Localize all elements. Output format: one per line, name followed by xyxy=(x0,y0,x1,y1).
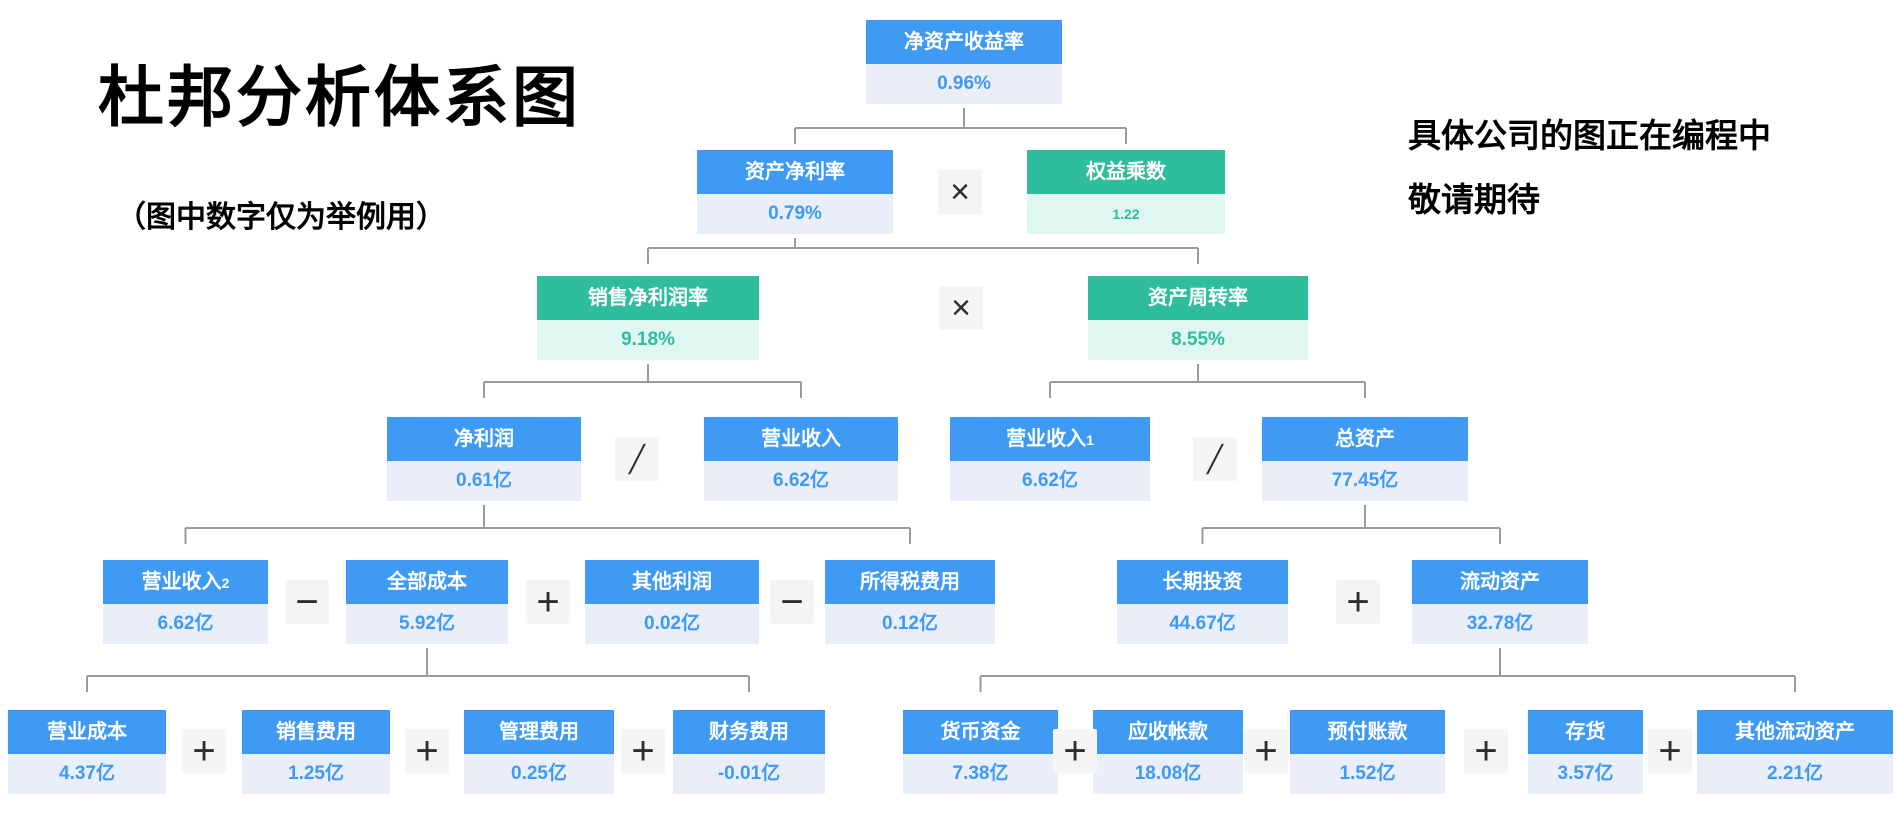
node-fin-exp: 财务费用-0.01亿 xyxy=(673,710,825,794)
node-value: 32.78亿 xyxy=(1412,604,1588,644)
node-label: 流动资产 xyxy=(1412,560,1588,604)
minus-operator-icon: − xyxy=(770,580,814,624)
node-label: 所得税费用 xyxy=(825,560,995,604)
node-label: 资产周转率 xyxy=(1088,276,1308,320)
divide-operator-icon: ╱ xyxy=(1193,437,1237,481)
node-label: 净资产收益率 xyxy=(866,20,1062,64)
node-label: 总资产 xyxy=(1262,417,1468,461)
node-value: 6.62亿 xyxy=(704,461,898,501)
node-label-suffix: 2 xyxy=(221,575,230,591)
node-label: 营业成本 xyxy=(8,710,166,754)
node-label: 货币资金 xyxy=(903,710,1058,754)
node-label: 销售费用 xyxy=(242,710,390,754)
plus-operator-icon: + xyxy=(1464,729,1508,773)
page-subtitle: （图中数字仅为举例用） xyxy=(116,201,446,234)
node-value: -0.01亿 xyxy=(673,754,825,794)
node-value: 0.25亿 xyxy=(464,754,614,794)
coming-soon-note: 具体公司的图正在编程中 敬请期待 xyxy=(1408,104,1771,232)
node-label: 资产净利率 xyxy=(697,150,893,194)
node-value: 9.18% xyxy=(537,320,759,360)
plus-operator-icon: + xyxy=(526,580,570,624)
node-value: 0.61亿 xyxy=(387,461,581,501)
node-value: 2.21亿 xyxy=(1697,754,1893,794)
node-label: 预付账款 xyxy=(1290,710,1445,754)
node-value: 3.57亿 xyxy=(1528,754,1643,794)
node-label: 其他流动资产 xyxy=(1697,710,1893,754)
page-title: 杜邦分析体系图 xyxy=(98,60,581,134)
node-value: 6.62亿 xyxy=(103,604,268,644)
node-label: 存货 xyxy=(1528,710,1643,754)
node-value: 1.25亿 xyxy=(242,754,390,794)
node-value: 0.12亿 xyxy=(825,604,995,644)
node-value: 0.79% xyxy=(697,194,893,234)
node-value: 77.45亿 xyxy=(1262,461,1468,501)
node-value: 8.55% xyxy=(1088,320,1308,360)
node-label: 营业收入2 xyxy=(103,560,268,604)
node-value: 44.67亿 xyxy=(1117,604,1288,644)
node-label-suffix: 1 xyxy=(1086,432,1094,448)
node-value: 1.52亿 xyxy=(1290,754,1445,794)
node-value: 18.08亿 xyxy=(1093,754,1243,794)
plus-operator-icon: + xyxy=(405,729,449,773)
multiply-operator-icon: × xyxy=(939,286,983,330)
node-value: 4.37亿 xyxy=(8,754,166,794)
node-label: 应收帐款 xyxy=(1093,710,1243,754)
plus-operator-icon: + xyxy=(1336,580,1380,624)
node-value: 0.02亿 xyxy=(585,604,759,644)
divide-operator-icon: ╱ xyxy=(615,437,659,481)
node-label: 权益乘数 xyxy=(1027,150,1225,194)
node-value: 5.92亿 xyxy=(346,604,508,644)
node-value: 6.62亿 xyxy=(950,461,1150,501)
node-label: 其他利润 xyxy=(585,560,759,604)
node-label: 销售净利润率 xyxy=(537,276,759,320)
node-label: 全部成本 xyxy=(346,560,508,604)
node-value: 7.38亿 xyxy=(903,754,1058,794)
node-label: 管理费用 xyxy=(464,710,614,754)
node-label: 长期投资 xyxy=(1117,560,1288,604)
plus-operator-icon: + xyxy=(1648,729,1692,773)
node-value: 1.22 xyxy=(1027,194,1225,234)
node-label: 营业收入 xyxy=(704,417,898,461)
node-label: 净利润 xyxy=(387,417,581,461)
plus-operator-icon: + xyxy=(182,729,226,773)
node-label: 营业收入1 xyxy=(950,417,1150,461)
node-label: 财务费用 xyxy=(673,710,825,754)
multiply-operator-icon: × xyxy=(938,170,982,214)
node-value: 0.96% xyxy=(866,64,1062,104)
minus-operator-icon: − xyxy=(285,580,329,624)
plus-operator-icon: + xyxy=(621,729,665,773)
plus-operator-icon: + xyxy=(1244,729,1288,773)
plus-operator-icon: + xyxy=(1053,729,1097,773)
note-line-2: 敬请期待 xyxy=(1408,181,1540,218)
note-line-1: 具体公司的图正在编程中 xyxy=(1408,117,1771,154)
